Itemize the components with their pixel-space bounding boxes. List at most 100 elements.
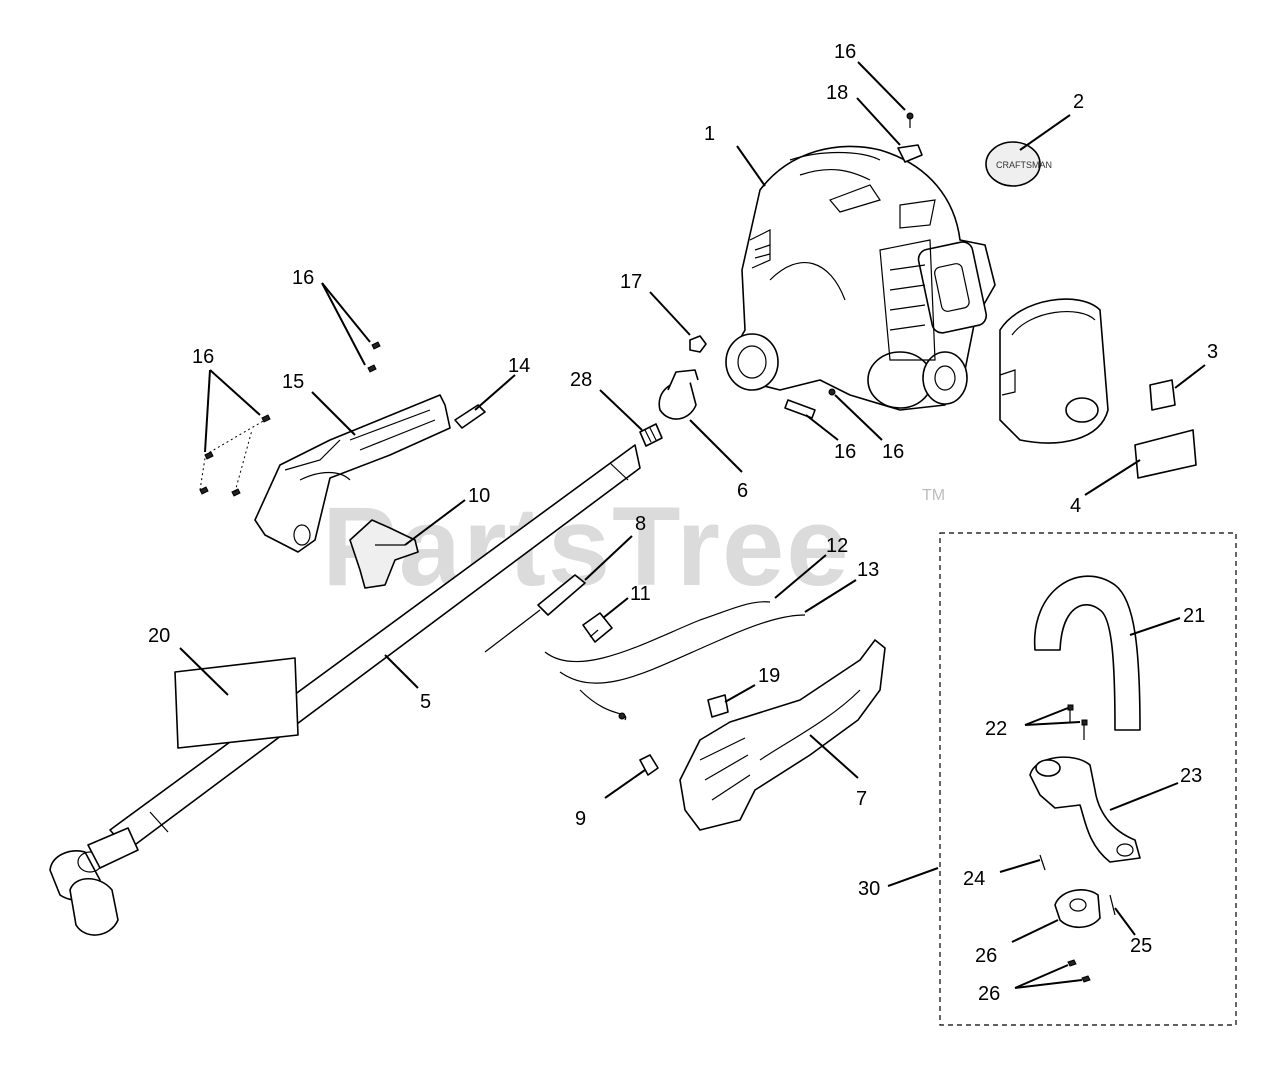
part-drive-shaft[interactable] — [49, 444, 641, 936]
leader-29 — [599, 389, 643, 431]
callout-14: 14 — [508, 355, 530, 377]
callout-16-top: 16 — [834, 41, 856, 63]
part-screws-handle[interactable] — [199, 341, 381, 497]
decal-logo-text: CRAFTSMAN — [996, 160, 1052, 170]
part-clamp[interactable] — [658, 369, 699, 420]
callout-26a: 24 — [963, 868, 985, 890]
leader-9 — [604, 769, 646, 799]
leader-7 — [809, 734, 859, 779]
callout-3: 3 — [1207, 341, 1218, 363]
leader-16-top — [857, 61, 906, 111]
callout-18: 16 — [834, 441, 856, 463]
leader-18 — [805, 414, 839, 441]
leader-28-a — [1014, 964, 1069, 989]
callout-15: 15 — [282, 371, 304, 393]
leader-16-d — [209, 369, 261, 416]
part-coupler[interactable] — [639, 423, 663, 447]
leader-25 — [1109, 782, 1179, 811]
callout-27: 26 — [975, 945, 997, 967]
leader-26a — [999, 859, 1041, 873]
part-wire[interactable] — [544, 601, 771, 663]
callout-25: 23 — [1180, 765, 1202, 787]
watermark-trademark: TM — [922, 487, 945, 504]
part-nut[interactable] — [689, 335, 707, 353]
callout-19: 17 — [620, 271, 642, 293]
leader-14 — [474, 374, 516, 411]
callout-20: 18 — [826, 82, 848, 104]
leader-27 — [1011, 919, 1059, 943]
leader-30 — [887, 867, 939, 887]
callout-5: 5 — [420, 691, 431, 713]
leader-5 — [384, 654, 419, 689]
part-decal-logo[interactable]: CRAFTSMAN — [985, 141, 1052, 187]
leader-16-a — [321, 282, 371, 343]
leader-19 — [649, 291, 691, 336]
callout-26b: 25 — [1130, 935, 1152, 957]
leader-24-a — [1024, 707, 1069, 726]
callout-6: 6 — [737, 480, 748, 502]
part-label-warning[interactable] — [1134, 429, 1197, 479]
callout-30: 30 — [858, 878, 880, 900]
leader-16-c — [204, 369, 211, 453]
part-bracket[interactable] — [897, 144, 923, 163]
leader-12 — [774, 554, 827, 599]
leader-10 — [404, 499, 466, 546]
leader-23 — [1129, 617, 1181, 636]
callout-17: 16 — [882, 441, 904, 463]
callout-21: 19 — [758, 665, 780, 687]
callout-23: 21 — [1183, 605, 1205, 627]
callout-22: 20 — [148, 625, 170, 647]
part-screw-top[interactable] — [906, 112, 914, 128]
callout-7: 7 — [856, 788, 867, 810]
leader-11 — [602, 597, 629, 619]
part-handle-housing[interactable] — [254, 394, 451, 553]
part-handle-clamp[interactable] — [1054, 889, 1101, 929]
leader-22 — [179, 647, 229, 696]
callout-24: 22 — [985, 718, 1007, 740]
part-grip-plate[interactable] — [349, 519, 419, 589]
callout-29: 28 — [570, 369, 592, 391]
leader-17 — [834, 394, 883, 441]
part-throttle-cable[interactable] — [559, 614, 806, 684]
callout-28: 26 — [978, 983, 1000, 1005]
part-handle-bracket[interactable] — [1029, 756, 1141, 863]
part-screws-24[interactable] — [1067, 704, 1088, 740]
callout-9: 9 — [575, 808, 586, 830]
part-mount-nut[interactable] — [707, 694, 729, 718]
leader-4 — [1084, 459, 1141, 496]
callout-16-mid: 16 — [292, 267, 314, 289]
leader-8 — [584, 535, 633, 581]
part-pin-26b[interactable] — [1109, 894, 1116, 916]
part-engine[interactable] — [725, 145, 996, 411]
part-screw-9[interactable] — [639, 754, 659, 776]
part-screws-28[interactable] — [1067, 959, 1091, 983]
leader-6 — [689, 419, 743, 473]
callout-8: 8 — [635, 513, 646, 535]
part-throttle-trigger[interactable] — [484, 574, 586, 653]
callout-13: 13 — [857, 559, 879, 581]
part-debris-shield[interactable] — [679, 639, 886, 831]
leader-16-b — [321, 282, 366, 366]
leader-21 — [724, 684, 756, 703]
callout-4: 4 — [1070, 495, 1081, 517]
part-trigger[interactable] — [454, 404, 486, 429]
part-shaft-decal[interactable] — [174, 657, 299, 749]
part-pin-26a[interactable] — [1039, 854, 1046, 871]
leader-24-b — [1024, 721, 1081, 726]
part-stop-switch[interactable] — [582, 612, 613, 643]
leader-13 — [804, 579, 857, 613]
part-pin[interactable] — [784, 399, 816, 419]
leader-3 — [1174, 364, 1206, 389]
kit-group-box — [939, 532, 1237, 1026]
callout-1: 1 — [704, 123, 715, 145]
part-screw-17[interactable] — [828, 388, 836, 396]
leader-1 — [736, 145, 766, 187]
leader-28-b — [1014, 979, 1083, 989]
part-label-small[interactable] — [1149, 379, 1176, 411]
callout-11: 11 — [630, 583, 651, 605]
part-loop-handle[interactable] — [1033, 575, 1141, 731]
callout-2: 2 — [1073, 91, 1084, 113]
leader-2 — [1019, 114, 1071, 151]
part-air-filter-cover[interactable] — [999, 298, 1109, 444]
